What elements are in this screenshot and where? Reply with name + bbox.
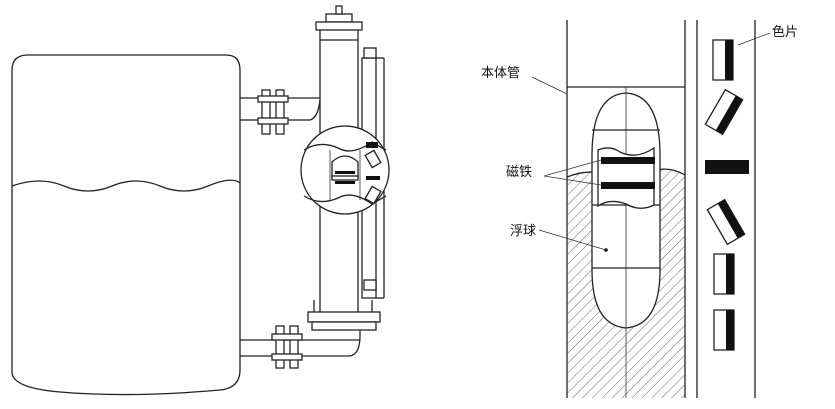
chip-column — [696, 20, 756, 398]
label-magnet: 磁铁 — [506, 165, 533, 180]
label-body-tube: 本体管 — [481, 66, 521, 81]
leader-lines — [531, 32, 771, 186]
color-chip-6 — [713, 309, 735, 351]
lower-connection — [240, 325, 361, 369]
detail-tube — [538, 20, 686, 398]
upper-connection — [240, 89, 321, 135]
tank — [11, 54, 241, 396]
color-chip-2 — [704, 88, 744, 136]
magnet-bar-upper — [601, 157, 655, 164]
tank-liquid-surface — [11, 179, 241, 192]
color-chip-5 — [713, 253, 735, 295]
color-chip-1 — [712, 39, 734, 81]
magnifier-detail — [300, 125, 390, 215]
label-float-ball: 浮球 — [510, 224, 537, 239]
label-color-chip: 色片 — [772, 25, 799, 40]
magnet-bar-lower — [601, 182, 655, 189]
color-chip-3 — [705, 160, 749, 174]
color-chip-4 — [706, 198, 746, 246]
